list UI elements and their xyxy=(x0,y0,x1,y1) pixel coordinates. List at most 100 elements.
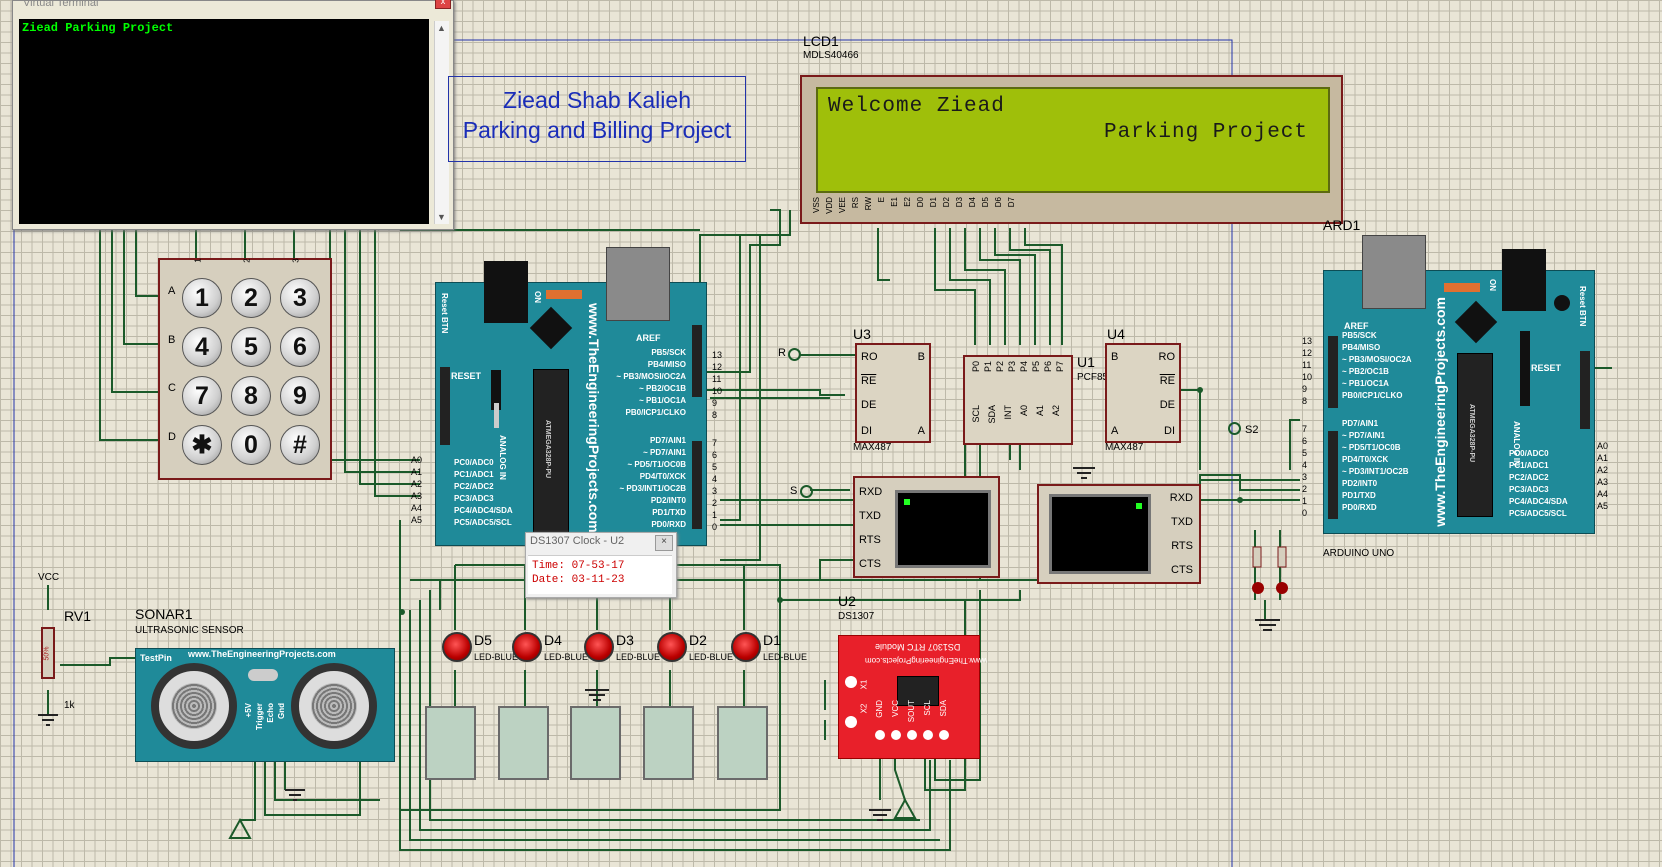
ds1307-clock-window[interactable]: DS1307 Clock - U2 × Time: 07-53-17 Date:… xyxy=(525,532,677,598)
keypad-col-label: 3 xyxy=(291,258,301,263)
led-icon[interactable] xyxy=(512,632,542,662)
led-icon[interactable] xyxy=(584,632,614,662)
arduino-digital-pin-label: ~ PD3/INT1/OC2B xyxy=(619,484,686,493)
lcd-pin-label: E xyxy=(877,197,886,203)
term-left-rxd: RXD xyxy=(859,486,883,498)
keypad-key[interactable]: 2 xyxy=(231,278,271,318)
u3-pin-re: RE xyxy=(861,375,877,387)
arduino-analog-pin-label: PC0/ADC0 xyxy=(454,458,494,467)
net-terminal-s xyxy=(800,485,813,498)
arduino-digital-pin-number: 4 xyxy=(1302,460,1308,470)
arduino-digital-pin-label: PD0/RXD xyxy=(651,520,686,529)
terminal-symbol-left[interactable]: RXD TXD RTS CTS xyxy=(853,476,1000,578)
virtual-terminal-scrollbar[interactable]: ▲ ▼ xyxy=(434,21,449,224)
arduino-analog-pin-label: PC5/ADC5/SCL xyxy=(1509,509,1567,518)
keypad-row-c-label: C xyxy=(168,382,176,394)
keypad-key[interactable]: 9 xyxy=(280,376,320,416)
u4-pin-a: A xyxy=(1111,425,1119,437)
arduino-right[interactable]: Reset BTN ON www.TheEngineeringProjects.… xyxy=(1323,235,1595,534)
reset-btn-circle-icon[interactable] xyxy=(1554,295,1570,311)
u3-max487[interactable]: RO RE DE DI B A xyxy=(855,343,931,443)
virtual-terminal-screen[interactable]: Ziead Parking Project xyxy=(19,19,429,224)
keypad-key[interactable]: 6 xyxy=(280,327,320,367)
u2-model: DS1307 xyxy=(838,611,875,622)
scroll-down-icon[interactable]: ▼ xyxy=(437,212,446,222)
terminal-symbol-right[interactable]: RXD TXD RTS CTS xyxy=(1037,484,1201,584)
led-type: LED-BLUE xyxy=(544,652,589,662)
clock-close-button[interactable]: × xyxy=(655,535,673,551)
ultrasonic-sensor[interactable]: TestPin www.TheEngineeringProjects.com +… xyxy=(135,648,395,762)
led-icon[interactable] xyxy=(731,632,761,662)
keypad-key[interactable]: ✱ xyxy=(182,425,222,465)
arduino-digital-pin-label: ~ PD3/INT1/OC2B xyxy=(1342,467,1409,476)
keypad-key[interactable]: 3 xyxy=(280,278,320,318)
rtc-pin-pad-icon xyxy=(939,730,949,740)
u1-pin-label: INT xyxy=(1003,405,1013,420)
u4-pin-de: DE xyxy=(1159,399,1175,411)
arduino-digital-pin-label: PD2/INT0 xyxy=(1342,479,1378,488)
lcd-pin-label: E2 xyxy=(903,197,912,207)
keypad-key[interactable]: # xyxy=(280,425,320,465)
reset-button-icon[interactable] xyxy=(1454,300,1498,344)
led-ref: D5 xyxy=(474,632,492,648)
arduino-analog-pin-label: PC1/ADC1 xyxy=(454,470,494,479)
virtual-terminal-title: Virtual Terminal xyxy=(23,0,99,9)
net-label-r: R xyxy=(778,347,786,359)
u1-pin-label: A2 xyxy=(1051,405,1061,417)
rtc-pin-label: GND xyxy=(875,700,884,718)
virtual-terminal-close-button[interactable]: x xyxy=(435,0,451,9)
relay-block[interactable] xyxy=(570,706,621,780)
keypad-key[interactable]: 7 xyxy=(182,376,222,416)
led-type: LED-BLUE xyxy=(689,652,734,662)
led-type: LED-BLUE xyxy=(616,652,661,662)
u4-pin-b: B xyxy=(1111,351,1119,363)
u1-pin-label: A0 xyxy=(1019,405,1029,417)
arduino-digital-pin-label: ~ PD5/T1/OC0B xyxy=(1342,443,1401,452)
keypad-key[interactable]: 0 xyxy=(231,425,271,465)
arduino-digital-pin-label: PB5/SCK xyxy=(651,348,686,357)
led-icon[interactable] xyxy=(442,632,472,662)
term-right-txd: TXD xyxy=(1171,516,1193,528)
arduino-main[interactable]: Reset BTN ON www.TheEngineeringProjects.… xyxy=(435,247,707,546)
term-left-cts: CTS xyxy=(859,558,881,570)
arduino-digital-pin-label: ~ PB2/OC1B xyxy=(639,384,686,393)
virtual-terminal-output: Ziead Parking Project xyxy=(22,21,174,35)
relay-block[interactable] xyxy=(717,706,768,780)
sonar-pin-label: Echo xyxy=(266,703,275,723)
arduino-digital-pin-number: 12 xyxy=(1302,348,1313,358)
u4-max487[interactable]: B A RO RE DE DI xyxy=(1105,343,1181,443)
rtc-pad-icon xyxy=(845,676,857,688)
arduino-right-aref-label: AREF xyxy=(1344,321,1369,331)
lcd-screen: Welcome Ziead Parking Project xyxy=(816,87,1330,193)
keypad-key[interactable]: 8 xyxy=(231,376,271,416)
diode-icon xyxy=(1520,331,1530,406)
u4-pin-re: RE xyxy=(1159,375,1175,387)
u1-pin-label: A1 xyxy=(1035,405,1045,417)
rtc-pin-pad-icon xyxy=(875,730,885,740)
relay-block[interactable] xyxy=(643,706,694,780)
scroll-up-icon[interactable]: ▲ xyxy=(437,23,446,33)
arduino-analog-pin-label: PC2/ADC2 xyxy=(454,482,494,491)
arduino-digital-pin-number: 11 xyxy=(1302,360,1312,370)
arduino-digital-pin-label: PD4/T0/XCK xyxy=(1342,455,1389,464)
relay-block[interactable] xyxy=(498,706,549,780)
virtual-terminal-window[interactable]: Virtual Terminal x Ziead Parking Project… xyxy=(12,0,454,230)
u1-model: PCF8574 xyxy=(1077,372,1120,383)
arduino-digital-pin-label: PD7/AIN1 xyxy=(649,436,686,445)
keypad-key[interactable]: 5 xyxy=(231,327,271,367)
keypad-key[interactable]: 4 xyxy=(182,327,222,367)
relay-block[interactable] xyxy=(425,706,476,780)
led-icon[interactable] xyxy=(657,632,687,662)
lcd-pin-label: E1 xyxy=(890,197,899,207)
ds1307-rtc-module[interactable]: DS1307 RTC Module www.TheEngineeringProj… xyxy=(838,635,987,759)
reset-button-icon[interactable] xyxy=(529,306,573,350)
keypad-key[interactable]: 1 xyxy=(182,278,222,318)
arduino-analog-pin-label: PC4/ADC4/SDA xyxy=(454,506,513,515)
arduino-digital-pin-number: 10 xyxy=(1302,372,1313,382)
